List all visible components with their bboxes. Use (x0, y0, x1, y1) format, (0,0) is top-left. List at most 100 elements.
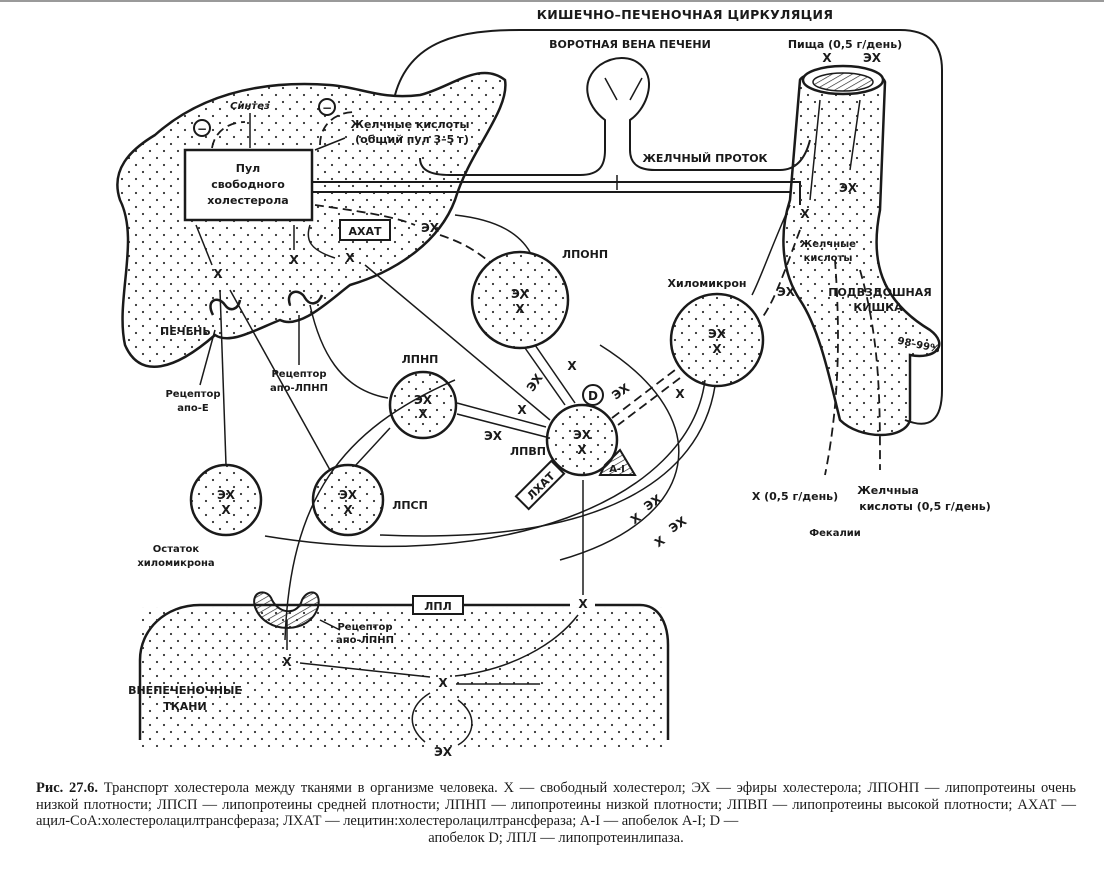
chylomicron-particle: ЭХ X (669, 292, 765, 388)
receptor-apoe-icon (209, 298, 242, 316)
svg-text:X: X (418, 407, 428, 421)
fecal-x-arrow (824, 259, 839, 476)
hdl-chylo-ex: ЭХ (609, 380, 632, 402)
portal-vein (419, 57, 811, 176)
x1-to-center-arrow (299, 662, 431, 678)
receptor-ldl-liver-label-2: апо-ЛПНП (270, 383, 328, 394)
caption-text: Транспорт холестерола между тканями в ор… (36, 780, 1077, 829)
enterohepatic-title: КИШЕЧНО–ПЕЧЕНОЧНАЯ ЦИРКУЛЯЦИЯ (537, 7, 834, 22)
chylo-to-idl-arrow (379, 385, 716, 537)
apo-a1-triangle (598, 448, 637, 476)
receptor-tissue-label-1: Рецептор (337, 622, 392, 633)
ex-to-x-cycle-arrow (411, 692, 431, 743)
chylo-to-hdl-arrow (617, 377, 681, 426)
svg-text:X: X (221, 503, 231, 517)
inhibition-icon-2 (318, 98, 336, 116)
fecal-bile-label-2: кислоты (0,5 г/день) (859, 500, 991, 513)
hdl-to-ldl-ex-arrow (456, 413, 547, 438)
ex-to-vldl-arrow (439, 234, 491, 263)
extrahepatic-label-1: ВНЕПЕЧЕНОЧНЫЕ (128, 684, 242, 697)
hdl-chylo-x: X (675, 387, 685, 401)
x1-to-pool-arrow (195, 224, 213, 266)
idl-to-ldl-arrow (354, 427, 391, 467)
chylomicron-label: Хиломикрон (668, 277, 747, 290)
hdl-particle: ЭХ X (545, 403, 619, 477)
receptor-tissue-pointer (319, 619, 341, 631)
feedback-arrow-1 (211, 121, 246, 149)
svg-text:ЭХ: ЭХ (573, 428, 592, 442)
vldl-to-tissue-curve (559, 344, 680, 561)
apo-d-badge (582, 384, 604, 406)
feedback-arrow-2 (319, 111, 356, 146)
idl-to-liver-arrow (229, 289, 331, 471)
vldl-label: ЛПОНП (562, 248, 608, 261)
ldl-to-tissue-path (284, 379, 456, 641)
receptor-ldl-liver-label-1: Рецептор (271, 369, 326, 380)
tissue-x-center: X (438, 676, 448, 690)
intestine-x: X (800, 207, 810, 221)
ileum-label-1: ПОДВЗДОШНАЯ (828, 286, 931, 299)
ldl-particle: ЭХ X (388, 370, 458, 440)
liver-x-1: X (213, 267, 223, 281)
pool-to-bile-acids-arrow (314, 137, 346, 151)
liver-to-vldl-arrow (454, 214, 531, 253)
feces-label: Фекалии (809, 528, 861, 539)
center-to-out-arrow (454, 614, 579, 677)
vldl-hdl-x: X (567, 359, 577, 373)
chylo-remnant-label-2: хиломикрона (137, 558, 214, 569)
vldl-particle: ЭХ X (470, 250, 570, 350)
svg-text:X: X (343, 503, 353, 517)
extrahepatic-label-2: ТКАНИ (163, 700, 206, 713)
receptor-ldl-tissue-icon (253, 591, 320, 629)
tissue-x-out: X (578, 597, 588, 611)
inhibition-sign-2: − (322, 101, 332, 115)
food-contents-icon (812, 72, 874, 92)
pool-label-line1: Пул (236, 162, 260, 175)
portal-vein-label: ВОРОТНАЯ ВЕНА ПЕЧЕНИ (549, 38, 711, 51)
return-ex-1: ЭХ (641, 491, 664, 513)
intestine-bile-acids-1: Желчные (800, 239, 856, 250)
chylo-to-remnant-arrow (264, 379, 706, 548)
food-ex: ЭХ (863, 51, 882, 65)
svg-text:X: X (515, 302, 525, 316)
idl-label: ЛПСП (392, 499, 428, 512)
ldl-hdl-x: X (517, 403, 527, 417)
hdl-label: ЛПВП (510, 445, 546, 458)
lpl-label: ЛПЛ (424, 600, 451, 613)
chylo-remnant-label-1: Остаток (153, 544, 200, 555)
figure-number: Рис. 27.6. (36, 780, 99, 796)
food-ex-arrow (849, 99, 861, 171)
tissue-ex: ЭХ (434, 745, 453, 759)
pool-label-line2: свободного (211, 178, 285, 191)
return-x-1: X (628, 510, 644, 527)
idl-particle: ЭХ X (311, 463, 385, 537)
inhibition-icon-1 (193, 119, 211, 137)
inhibition-sign-1: − (197, 122, 207, 136)
return-ex-2: ЭХ (666, 513, 689, 535)
bile-acids-liver-label-1: Желчные кислоты (350, 118, 469, 131)
vldl-to-hdl-x-arrow (534, 344, 576, 404)
apo-d-label: D (588, 389, 598, 403)
liver-x-2: X (289, 253, 299, 267)
intestine-ex-2: ЭХ (777, 285, 796, 299)
svg-text:ЭХ: ЭХ (217, 488, 236, 502)
svg-text:X: X (577, 443, 587, 457)
intestine-to-chylo-arrow (751, 204, 791, 296)
x-to-pool-arrow (307, 224, 336, 259)
remnant-to-liver-arrow (219, 289, 227, 466)
caption-last-line: апобелок D; ЛПЛ — липопротеинлипаза. (428, 829, 684, 846)
cholesterol-transport-diagram: Пул свободного холестерола Синтез − − Же… (116, 7, 991, 759)
acat-box (339, 219, 391, 241)
enterohepatic-loop (394, 29, 943, 425)
svg-text:ЭХ: ЭХ (414, 393, 433, 407)
free-cholesterol-pool-box (183, 148, 314, 222)
liver-label: ПЕЧЕНЬ (160, 325, 211, 338)
hdl-to-vldl-ex-arrow (524, 347, 566, 406)
intestine-ex-to-chylo-arrow (761, 229, 801, 319)
acat-label: АХАТ (348, 225, 382, 238)
hdl-to-liver-arrow (364, 264, 551, 421)
svg-text:ЭХ: ЭХ (708, 327, 727, 341)
figure-caption: Рис. 27.6. Транспорт холестерола между т… (36, 780, 1076, 846)
bile-acids-liver-label-2: (общий пул 3–5 г) (355, 133, 469, 146)
svg-text:ЭХ: ЭХ (339, 488, 358, 502)
